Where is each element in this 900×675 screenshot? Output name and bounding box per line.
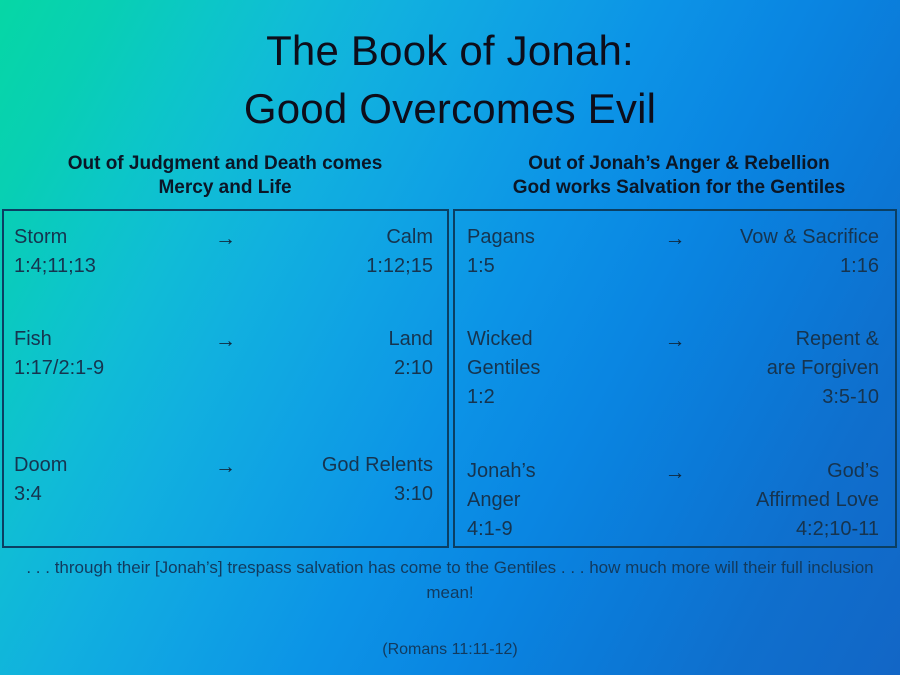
to-reference: 4:2;10-11 <box>795 518 879 540</box>
table-cell-to: God Relents 3:10 <box>265 451 447 509</box>
to-term: God Relents <box>321 454 433 476</box>
from-term-2: Anger <box>467 489 521 511</box>
table-row: Pagans 1:5 → Vow & Sacrifice 1:16 <box>455 223 895 281</box>
table-panel-right: Pagans 1:5 → Vow & Sacrifice 1:16 Wicked… <box>453 209 897 548</box>
column-header-left-line-2: Mercy and Life <box>158 176 292 198</box>
footer-citation: (Romans 11:11-12) <box>382 641 518 658</box>
column-header-right-line-2: God works Salvation for the Gentiles <box>512 176 846 198</box>
to-term: Repent & <box>795 328 879 350</box>
arrow-right-icon: → <box>664 329 686 352</box>
column-header-right: Out of Jonah’s Anger & Rebellion God wor… <box>450 152 900 206</box>
arrow-right-icon: → <box>664 461 686 484</box>
table-cell-from: Fish 1:17/2:1-9 <box>4 325 186 383</box>
from-reference: 1:4;11;13 <box>14 255 96 277</box>
table-cell-from: Storm 1:4;11;13 <box>4 223 186 281</box>
page-title: The Book of Jonah: Good Overcomes Evil <box>0 22 900 138</box>
arrow-right-icon: → <box>664 227 686 250</box>
table-row: Jonah’s Anger 4:1-9 → God’s Affirmed Lov… <box>455 457 895 544</box>
table-cell-to: Vow & Sacrifice 1:16 <box>715 223 895 281</box>
from-reference: 1:17/2:1-9 <box>14 357 105 379</box>
footer-quote: . . . through their [Jonah’s] trespass s… <box>26 558 874 602</box>
arrow-right-icon: → <box>214 227 236 250</box>
from-term: Fish <box>14 328 52 350</box>
title-line-2: Good Overcomes Evil <box>243 84 657 132</box>
arrow-right-icon: → <box>214 455 236 478</box>
column-header-left-line-1: Out of Judgment and Death comes <box>67 153 383 174</box>
table-panel-left: Storm 1:4;11;13 → Calm 1:12;15 Fish 1:17… <box>2 209 449 548</box>
from-reference: 4:1-9 <box>467 518 513 540</box>
to-reference: 3:5-10 <box>822 386 879 408</box>
column-header-left: Out of Judgment and Death comes Mercy an… <box>0 152 450 206</box>
from-reference: 1:5 <box>467 255 495 277</box>
table-cell-from: Jonah’s Anger 4:1-9 <box>455 457 635 544</box>
table-row: Storm 1:4;11;13 → Calm 1:12;15 <box>4 223 447 281</box>
from-term: Doom <box>14 454 68 476</box>
table-row: Wicked Gentiles 1:2 → Repent & are Forgi… <box>455 325 895 412</box>
table-cell-to: Land 2:10 <box>265 325 447 383</box>
to-term: God’s <box>827 460 879 482</box>
to-term: Vow & Sacrifice <box>740 226 879 248</box>
from-term: Wicked <box>467 328 533 350</box>
from-term-2: Gentiles <box>467 357 541 379</box>
from-term: Pagans <box>467 226 535 248</box>
to-reference: 2:10 <box>394 357 433 379</box>
table-cell-to: Repent & are Forgiven 3:5-10 <box>715 325 895 412</box>
from-reference: 1:2 <box>467 386 495 408</box>
table-cell-from: Wicked Gentiles 1:2 <box>455 325 635 412</box>
table-cell-from: Pagans 1:5 <box>455 223 635 281</box>
comparison-table: Storm 1:4;11;13 → Calm 1:12;15 Fish 1:17… <box>2 209 897 548</box>
to-reference: 3:10 <box>394 483 433 505</box>
title-line-1: The Book of Jonah: <box>266 27 634 74</box>
to-term: Calm <box>386 226 433 248</box>
to-reference: 1:12;15 <box>366 255 433 277</box>
to-reference: 1:16 <box>840 255 879 277</box>
table-cell-from: Doom 3:4 <box>4 451 186 509</box>
from-term: Jonah’s <box>467 460 536 482</box>
from-term: Storm <box>14 226 68 248</box>
column-header-right-line-1: Out of Jonah’s Anger & Rebellion <box>528 153 830 174</box>
table-cell-to: Calm 1:12;15 <box>265 223 447 281</box>
to-term-2: are Forgiven <box>766 357 879 379</box>
table-row: Doom 3:4 → God Relents 3:10 <box>4 451 447 509</box>
to-term: Land <box>388 328 433 350</box>
table-row: Fish 1:17/2:1-9 → Land 2:10 <box>4 325 447 383</box>
column-headers: Out of Judgment and Death comes Mercy an… <box>0 152 900 206</box>
table-cell-to: God’s Affirmed Love 4:2;10-11 <box>715 457 895 544</box>
arrow-right-icon: → <box>214 329 236 352</box>
to-term-2: Affirmed Love <box>755 489 879 511</box>
from-reference: 3:4 <box>14 483 42 505</box>
